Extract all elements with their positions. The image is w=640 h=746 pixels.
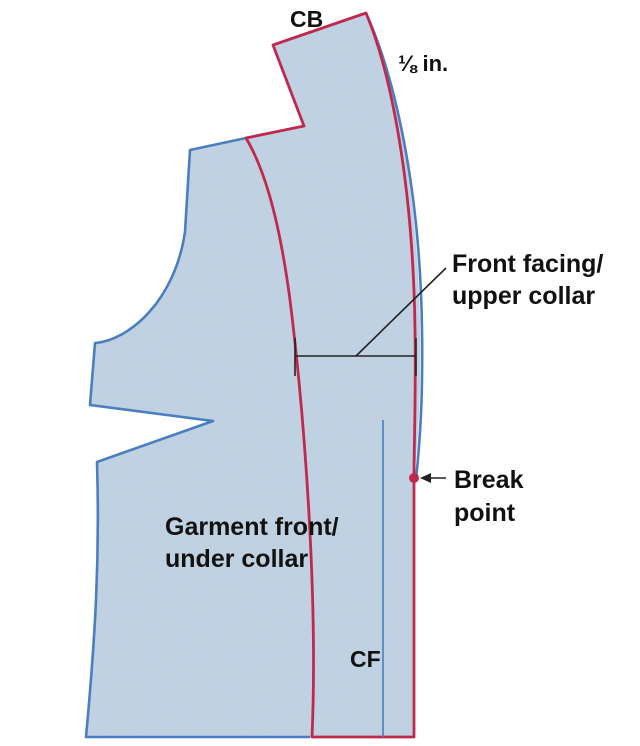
front-facing-leader [355,267,447,357]
garment-front-outline [84,12,424,739]
eighth-inch-label: ⅛ in. [398,51,448,76]
cb-label: CB [290,6,323,32]
facing-width-bar [294,338,417,376]
break-point-arrow [420,473,446,483]
break-point-dot [409,473,419,483]
break-point-label-line1: Break [454,466,524,494]
front-facing-label-line1: Front facing/ [452,250,603,278]
front-facing-outline [244,11,417,739]
fabric-fill [86,13,421,737]
front-facing-label-line2: upper collar [452,282,595,310]
break-point-label-line2: point [454,499,516,527]
garment-front-label-line2: under collar [165,545,308,573]
garment-front-label-line1: Garment front/ [165,513,339,541]
cf-label: CF [350,646,381,672]
